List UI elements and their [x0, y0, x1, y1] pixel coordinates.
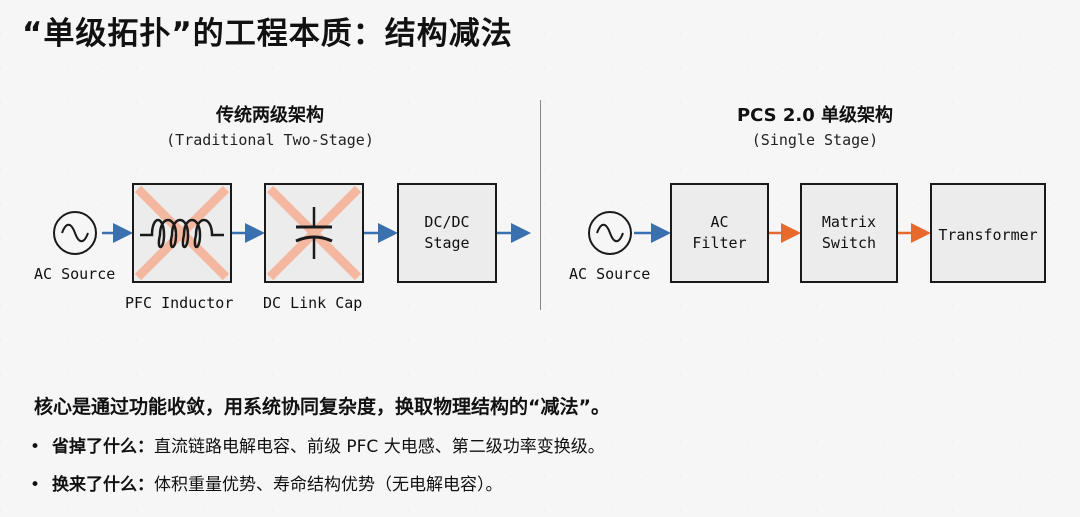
ac-filter-box: AC Filter	[670, 183, 769, 283]
bullet-head: 省掉了什么：	[52, 437, 154, 457]
pfc-inductor-box	[132, 183, 232, 283]
ac-source-icon	[53, 211, 97, 255]
inductor-icon	[134, 185, 230, 281]
ac-source-icon-right	[588, 211, 632, 255]
right-subheading: (Single Stage)	[751, 131, 879, 149]
bullet-dot: •	[30, 475, 41, 495]
bullet-item-2: • 换来了什么：体积重量优势、寿命结构优势（无电解电容）。	[30, 470, 503, 495]
filter-line1: AC	[710, 213, 729, 231]
pfc-inductor-label: PFC Inductor	[125, 294, 234, 312]
bullet-head: 换来了什么：	[52, 475, 154, 495]
left-subheading: (Traditional Two-Stage)	[166, 131, 374, 149]
matrix-line1: Matrix	[821, 213, 877, 231]
right-heading: PCS 2.0 单级架构	[736, 105, 894, 126]
dc-link-cap-box	[264, 183, 364, 283]
matrix-line2: Switch	[821, 234, 877, 252]
dcdc-line2: Stage	[424, 234, 470, 252]
transformer-label: Transformer	[938, 226, 1038, 244]
bullet-dot: •	[30, 437, 41, 457]
capacitor-icon	[266, 185, 362, 281]
section-divider	[540, 100, 541, 310]
ac-source-label-right: AC Source	[569, 265, 651, 283]
ac-source-label: AC Source	[34, 265, 116, 283]
page-title: “单级拓扑”的工程本质：结构减法	[22, 16, 513, 52]
dc-link-cap-label: DC Link Cap	[263, 294, 363, 312]
filter-line2: Filter	[692, 234, 747, 252]
dcdc-stage-box: DC/DC Stage	[397, 183, 497, 283]
bullet-item-1: • 省掉了什么：直流链路电解电容、前级 PFC 大电感、第二级功率变换级。	[30, 432, 605, 457]
matrix-switch-box: Matrix Switch	[800, 183, 898, 283]
transformer-box: Transformer	[930, 183, 1046, 283]
summary-text: 核心是通过功能收敛，用系统协同复杂度，换取物理结构的“减法”。	[34, 396, 610, 418]
left-heading: 传统两级架构	[216, 105, 324, 126]
dcdc-line1: DC/DC	[424, 213, 470, 231]
bullet-text: 体积重量优势、寿命结构优势（无电解电容）。	[154, 475, 503, 495]
bullet-text: 直流链路电解电容、前级 PFC 大电感、第二级功率变换级。	[154, 437, 605, 457]
